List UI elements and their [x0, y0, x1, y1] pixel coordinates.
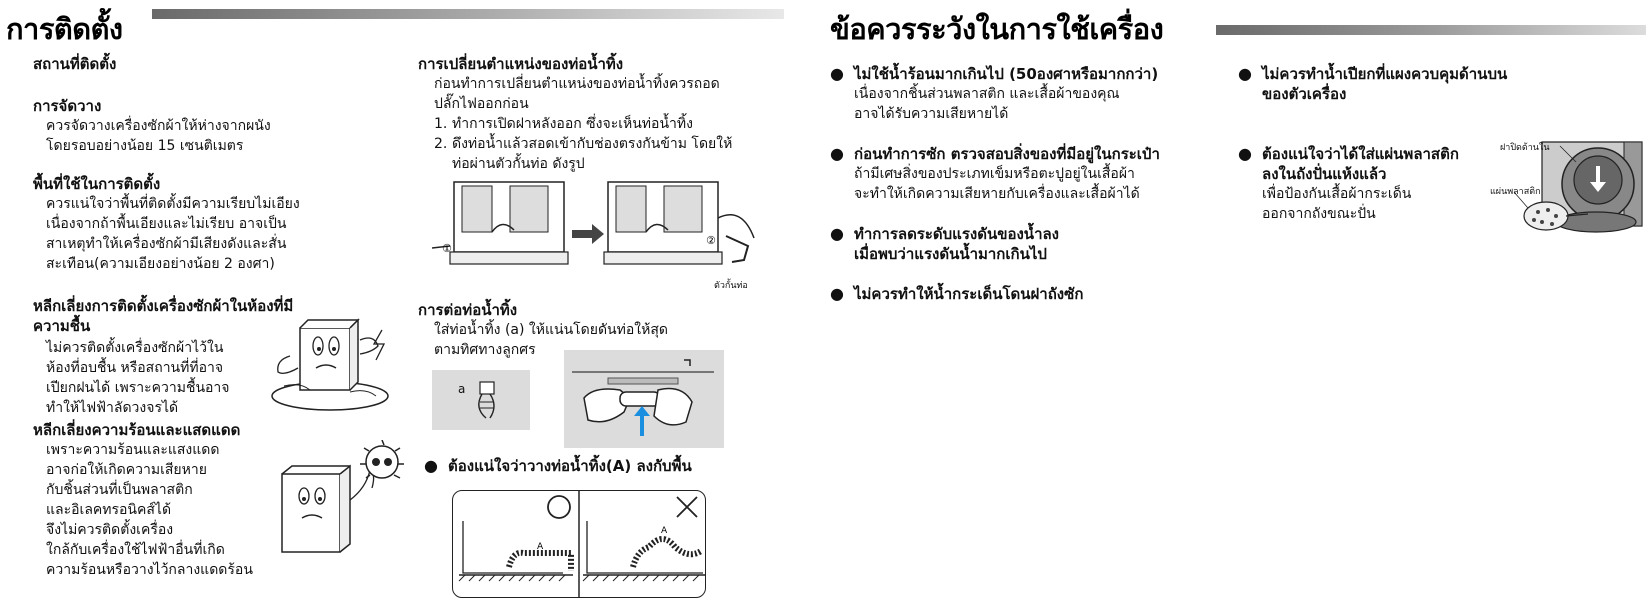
text-line: และอิเลคทรอนิคส์ได้ — [46, 502, 172, 518]
text-line: สะเทือน(ความเอียงอย่างน้อย 2 องศา) — [46, 256, 275, 272]
floor-note: ● ต้องแน่ใจว่าวางท่อน้ำทิ้ง(A) ลงกับพื้น — [424, 456, 692, 476]
bullet-dot: ● — [1238, 144, 1252, 163]
bullet-dot: ● — [830, 144, 844, 163]
marker-1: ① — [442, 242, 452, 255]
precaution-heading: ไม่ใช้น้ำร้อนมากเกินไป (50องศาหรือมากกว่… — [854, 65, 1159, 83]
hose-floor-illustration: A A — [458, 491, 705, 597]
drain-reposition-heading: การเปลี่ยนตำแหน่งของท่อน้ำทิ้ง — [418, 55, 624, 73]
installation-title: การติดตั้ง — [6, 12, 123, 46]
drain-reposition-illustration: ① ② — [432, 181, 755, 265]
text-line: ปลั๊กไฟออกก่อน — [434, 96, 529, 112]
label-A-wrong: A — [661, 526, 668, 536]
heat-text: เพราะความร้อนและแสงแดด อาจก่อให้เกิดความ… — [46, 440, 253, 580]
step-item: 1.ทำการเปิดฝาหลังออก ซึ่งจะเห็นท่อน้ำทิ้… — [434, 116, 693, 132]
text-line: ความร้อนหรือวางไว้กลางแดดร้อน — [46, 562, 253, 578]
text-line: เปียกฝนได้ เพราะความชื้นอาจ — [46, 380, 230, 396]
precaution-heading: ไม่ควรทำให้น้ำกระเด็นโดนฝาถังซัก — [854, 285, 1084, 303]
step-item: 2.ดึงท่อน้ำแล้วสอดเข้ากับช่องตรงกันข้าม … — [434, 136, 733, 152]
wrong-x-icon — [676, 496, 698, 518]
precaution-item: ● ทำการลดระดับแรงดันของน้ำลง เมื่อพบว่าแ… — [830, 224, 1059, 264]
sun-machine-illustration — [281, 440, 404, 553]
text-line: ไม่ควรติดตั้งเครื่องซักผ้าไว้ใน — [46, 340, 224, 356]
location-heading: สถานที่ติดตั้ง — [33, 55, 117, 73]
drain-connect-heading: การต่อท่อน้ำทิ้ง — [418, 301, 518, 319]
text-line: อาจก่อให้เกิดความเสียหาย — [46, 462, 207, 478]
hose-floor-panel: A A — [452, 490, 706, 598]
precaution-item: ● ต้องแน่ใจว่าได้ใส่แผ่นพลาสติก ลงในถังป… — [1238, 144, 1459, 224]
heading-line: หลีกเลี่ยงการติดตั้งเครื่องซักผ้าในห้องท… — [33, 297, 294, 315]
text-line: ควรแน่ใจว่าพื้นที่ติดตั้งมีความเรียบไม่เ… — [46, 196, 300, 212]
text-line: อาจได้รับความเสียหายได้ — [854, 106, 1009, 122]
precaution-heading: เมื่อพบว่าแรงดันน้ำมากเกินไป — [854, 245, 1047, 263]
text-line: กับชิ้นส่วนที่เป็นพลาสติก — [46, 482, 193, 498]
caption-stopper: ตัวกั้นท่อ — [714, 281, 748, 291]
precaution-heading: ของตัวเครื่อง — [1262, 85, 1347, 103]
floor-text: ควรแน่ใจว่าพื้นที่ติดตั้งมีความเรียบไม่เ… — [46, 194, 300, 274]
bullet-dot: ● — [830, 224, 844, 243]
text-line: สาเหตุทำให้เครื่องซักผ้ามีเสียงดังและสั่… — [46, 236, 287, 252]
text-line: ใกล้กับเครื่องใช้ไฟฟ้าอื่นที่เกิด — [46, 542, 225, 558]
text-line: ถ้ามีเศษสิ่งของประเภทเข็มหรือตะปูอยู่ในเ… — [854, 166, 1135, 182]
text-line: เพราะความร้อนและแสงแดด — [46, 442, 220, 458]
precaution-heading: ไม่ควรทำน้ำเปียกที่แผงควบคุมด้านบน — [1262, 65, 1508, 83]
bullet-dot: ● — [830, 64, 844, 83]
precaution-item: ● ไม่ควรทำน้ำเปียกที่แผงควบคุมด้านบน ของ… — [1238, 64, 1507, 104]
text-line: ตามทิศทางลูกศร — [434, 342, 536, 358]
hose-connect-panel — [564, 350, 724, 448]
header-bar-right — [1216, 25, 1646, 35]
floor-heading: พื้นที่ใช้ในการติดตั้ง — [33, 175, 161, 193]
precaution-item: ● ไม่ใช้น้ำร้อนมากเกินไป (50องศาหรือมากก… — [830, 64, 1158, 124]
step-item: ท่อผ่านตัวกั้นท่อ ดังรูป — [452, 156, 585, 172]
hose-connect-illustration — [572, 359, 714, 436]
label-A-correct: A — [537, 542, 544, 552]
bullet-dot: ● — [1238, 64, 1252, 83]
floor-note-text: ต้องแน่ใจว่าวางท่อน้ำทิ้ง(A) ลงกับพื้น — [448, 457, 692, 475]
precaution-item: ● ไม่ควรทำให้น้ำกระเด็นโดนฝาถังซัก — [830, 284, 1083, 304]
heading-line: ความชื้น — [33, 317, 91, 335]
precaution-heading: ต้องแน่ใจว่าได้ใส่แผ่นพลาสติก — [1262, 145, 1459, 163]
caption-inner-lid: ฝาปิดด้านใน — [1500, 143, 1550, 153]
drain-reposition-intro: ก่อนทำการเปลี่ยนตำแหน่งของท่อน้ำทิ้งควรถ… — [434, 74, 720, 114]
precaution-heading: ลงในถังปั่นแห้งแล้ว — [1262, 165, 1387, 183]
precaution-heading: ทำการลดระดับแรงดันของน้ำลง — [854, 225, 1060, 243]
precaution-heading: ก่อนทำการซัก ตรวจสอบสิ่งของที่มีอยู่ในกร… — [854, 145, 1160, 163]
text-line: ก่อนทำการเปลี่ยนตำแหน่งของท่อน้ำทิ้งควรถ… — [434, 76, 720, 92]
drain-reposition-steps: 1.ทำการเปิดฝาหลังออก ซึ่งจะเห็นท่อน้ำทิ้… — [434, 114, 732, 174]
humid-machine-illustration — [271, 318, 389, 411]
text-line: เพื่อป้องกันเสื้อผ้ากระเด็น — [1262, 186, 1412, 202]
hose-a-icon — [478, 381, 495, 419]
text-line: ห้องที่อบชื้น หรือสถานที่ที่อาจ — [46, 360, 224, 376]
text-line: เนื่องจากถ้าพื้นเอียงและไม่เรียบ อาจเป็น — [46, 216, 287, 232]
label-a: a — [458, 382, 466, 396]
drain-connect-text: ใส่ท่อน้ำทิ้ง (a) ให้แน่นโดยดันท่อให้สุด… — [434, 320, 668, 360]
marker-2: ② — [706, 234, 716, 247]
humidity-heading: หลีกเลี่ยงการติดตั้งเครื่องซักผ้าในห้องท… — [33, 296, 293, 336]
placement-text: ควรจัดวางเครื่องซักผ้าให้ห่างจากผนัง โดย… — [46, 116, 271, 156]
text-line: ออกจากถังขณะปั่น — [1262, 206, 1376, 222]
text-line: ควรจัดวางเครื่องซักผ้าให้ห่างจากผนัง — [46, 118, 271, 134]
precaution-item: ● ก่อนทำการซัก ตรวจสอบสิ่งของที่มีอยู่ใน… — [830, 144, 1160, 204]
text-line: เนื่องจากชิ้นส่วนพลาสติก และเสื้อผ้าของค… — [854, 86, 1120, 102]
hose-a-panel: a — [432, 370, 530, 430]
text-line: ใส่ท่อน้ำทิ้ง (a) ให้แน่นโดยดันท่อให้สุด — [434, 322, 668, 338]
text-line: ทำให้ไฟฟ้าลัดวงจรได้ — [46, 400, 179, 416]
bullet-dot: ● — [830, 284, 844, 303]
spin-tub-illustration — [1513, 141, 1643, 233]
humidity-text: ไม่ควรติดตั้งเครื่องซักผ้าไว้ใน ห้องที่อ… — [46, 338, 229, 418]
placement-heading: การจัดวาง — [33, 97, 102, 115]
correct-circle-icon — [547, 495, 571, 519]
text-line: จะทำให้เกิดความเสียหายกับเครื่องและเสื้อ… — [854, 186, 1140, 202]
bullet-dot: ● — [424, 456, 438, 475]
text-line: จึงไม่ควรติดตั้งเครื่อง — [46, 522, 174, 538]
caption-plastic-sheet: แผ่นพลาสติก — [1490, 187, 1541, 197]
heat-heading: หลีกเลี่ยงความร้อนและแสดแดด — [33, 421, 241, 439]
header-bar-left — [152, 9, 784, 19]
text-line: โดยรอบอย่างน้อย 15 เซนติเมตร — [46, 138, 244, 154]
precautions-title: ข้อควรระวังในการใช้เครื่อง — [830, 12, 1164, 46]
